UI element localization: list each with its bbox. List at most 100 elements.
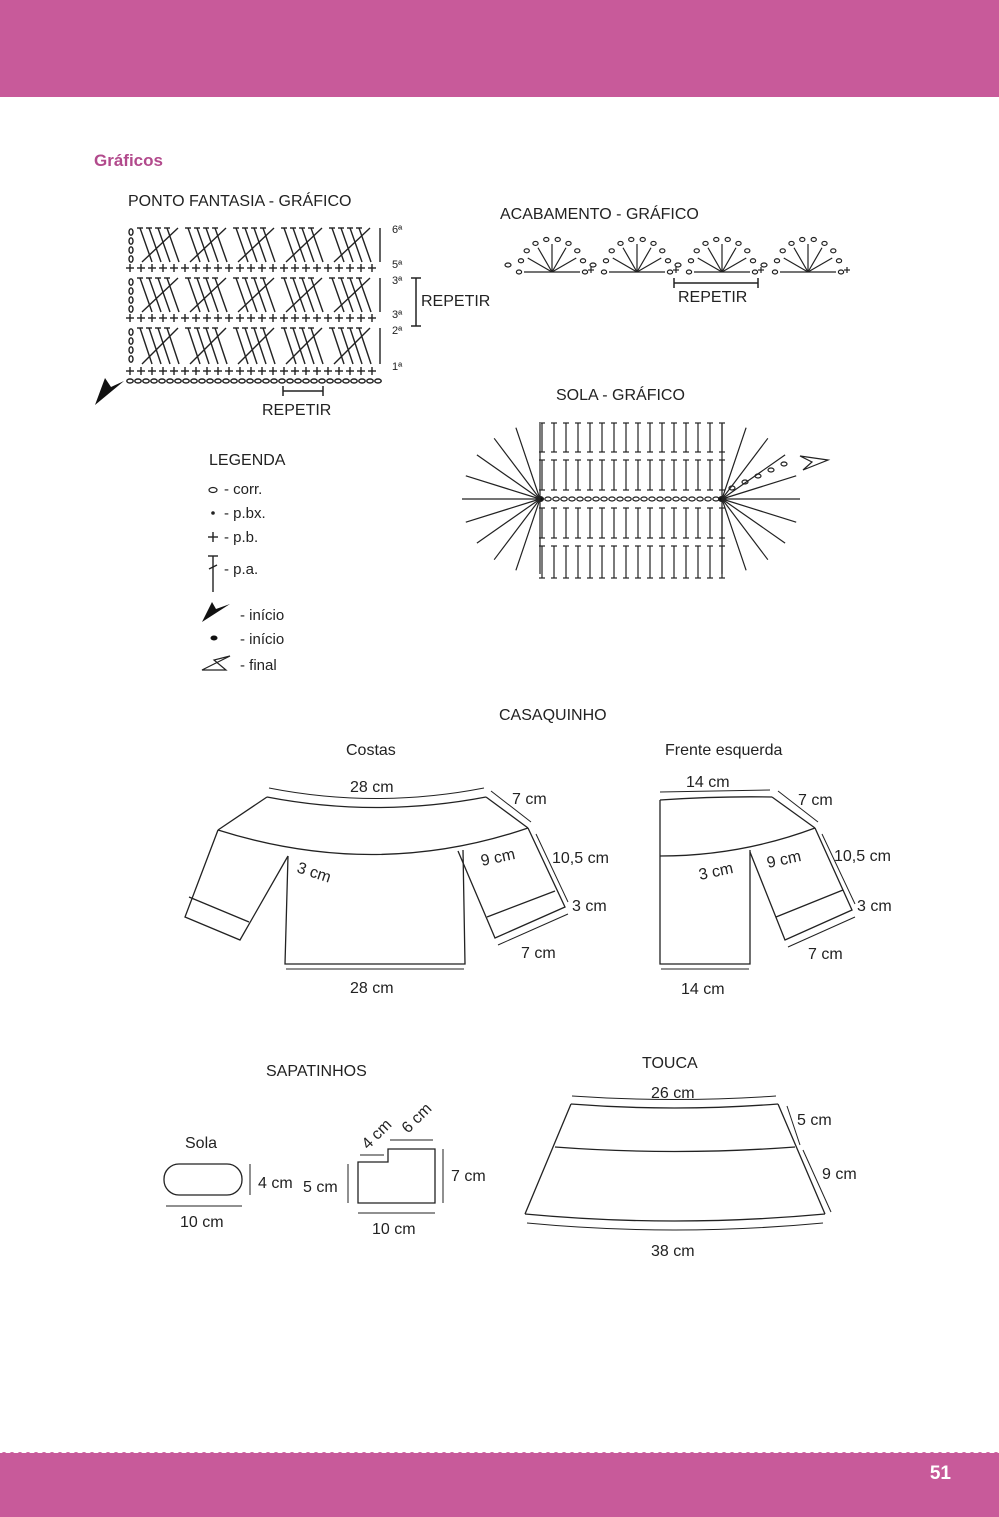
chain-mark bbox=[182, 378, 190, 384]
chain-mark bbox=[639, 236, 646, 243]
row-labels: 6ª 5ª 3ª 3ª 2ª 1ª bbox=[392, 224, 403, 373]
repeat-bottom-label: REPETIR bbox=[262, 402, 331, 419]
stitch-grid bbox=[126, 227, 382, 384]
chain-mark bbox=[592, 496, 600, 502]
chain-mark bbox=[222, 378, 230, 384]
chain-mark bbox=[664, 258, 672, 264]
double-crochet-mark bbox=[301, 277, 315, 313]
double-crochet-mark bbox=[187, 327, 201, 365]
chain-mark bbox=[659, 248, 666, 254]
legend-label: - corr. bbox=[224, 481, 262, 498]
chain-mark bbox=[543, 236, 550, 243]
fan-stitch bbox=[636, 257, 662, 273]
chain-mark bbox=[780, 461, 788, 467]
double-crochet-mark bbox=[358, 227, 372, 263]
chain-mark bbox=[608, 496, 616, 502]
double-crochet-mark bbox=[235, 227, 249, 263]
chain-mark bbox=[579, 258, 587, 264]
legend: LEGENDA - corr. - p.bx. - p.b. - p.a. - … bbox=[201, 452, 286, 674]
double-crochet-mark bbox=[262, 277, 276, 313]
double-crochet-mark bbox=[196, 327, 210, 365]
radial-stitch bbox=[515, 498, 541, 571]
double-crochet-mark bbox=[349, 227, 363, 263]
chain-mark bbox=[262, 378, 270, 384]
double-crochet-mark bbox=[301, 327, 315, 365]
chain-mark bbox=[214, 378, 222, 384]
double-crochet-mark bbox=[331, 227, 345, 263]
chain-mark bbox=[246, 378, 254, 384]
chain-mark bbox=[294, 378, 302, 384]
chain-mark bbox=[704, 496, 712, 502]
chain-mark bbox=[744, 248, 751, 254]
double-crochet-mark bbox=[262, 227, 276, 263]
legend-title: LEGENDA bbox=[209, 452, 286, 469]
fan-stitch bbox=[793, 247, 809, 273]
double-crochet-mark bbox=[148, 327, 162, 365]
ponto-fantasia-title: PONTO FANTASIA - GRÁFICO bbox=[128, 191, 351, 210]
double-crochet-mark bbox=[292, 277, 306, 313]
double-crochet-mark bbox=[141, 277, 179, 313]
sole-stitches bbox=[462, 422, 800, 579]
chain-mark bbox=[788, 240, 795, 247]
chain-mark bbox=[134, 378, 142, 384]
chain-mark bbox=[206, 378, 214, 384]
row-label: 6ª bbox=[392, 224, 403, 236]
double-crochet-mark bbox=[333, 277, 371, 313]
chain-mark bbox=[523, 248, 530, 254]
shoe-upper-shape bbox=[347, 1139, 444, 1214]
legend-label: - p.bx. bbox=[224, 505, 266, 522]
radial-stitch bbox=[465, 498, 541, 523]
chain-mark bbox=[158, 378, 166, 384]
chain-mark bbox=[576, 496, 584, 502]
costas-sleeve-outer-measure: 10,5 cm bbox=[552, 850, 609, 867]
chain-mark bbox=[728, 485, 736, 491]
end-arrow-icon bbox=[799, 455, 831, 471]
double-crochet-mark bbox=[237, 277, 275, 313]
chain-mark bbox=[830, 248, 837, 254]
fan-stitch bbox=[527, 257, 553, 273]
chain-mark bbox=[128, 228, 134, 236]
frente-sleeve-width-measure: 7 cm bbox=[808, 946, 843, 963]
row-label: 1ª bbox=[392, 361, 403, 373]
costas-title: Costas bbox=[346, 742, 396, 759]
repeat-bracket bbox=[411, 277, 421, 327]
chain-mark bbox=[581, 269, 589, 275]
acabamento-title: ACABAMENTO - GRÁFICO bbox=[500, 204, 699, 223]
chain-mark bbox=[128, 305, 134, 313]
double-crochet-mark bbox=[235, 277, 249, 313]
upper-bottom-measure: 10 cm bbox=[372, 1221, 416, 1238]
sapatinhos-diagram: SAPATINHOS Sola 4 cm 10 cm 5 cm 4 cm 6 c… bbox=[163, 1063, 486, 1238]
radial-stitch bbox=[721, 475, 797, 500]
upper-right-measure: 7 cm bbox=[451, 1168, 486, 1185]
frente-piece: Frente esquerda bbox=[659, 742, 856, 970]
double-crochet-mark bbox=[214, 227, 228, 263]
chain-mark bbox=[366, 378, 374, 384]
double-crochet-mark bbox=[139, 277, 153, 313]
chain-mark bbox=[648, 496, 656, 502]
chain-mark bbox=[302, 378, 310, 384]
double-crochet-mark bbox=[148, 227, 162, 263]
row-label: 3ª bbox=[392, 309, 403, 321]
section-title: Gráficos bbox=[94, 151, 163, 170]
double-crochet-mark bbox=[310, 327, 324, 365]
footer-scallop-edge bbox=[0, 1447, 999, 1455]
costas-bottom-measure: 28 cm bbox=[350, 980, 394, 997]
double-crochet-mark bbox=[244, 327, 258, 365]
costas-cuff-measure: 3 cm bbox=[572, 898, 607, 915]
upper-top-measure: 6 cm bbox=[399, 1100, 436, 1137]
chain-mark bbox=[128, 237, 134, 245]
chain-mark bbox=[666, 269, 674, 275]
chain-mark bbox=[126, 378, 134, 384]
touca-diagram: TOUCA 26 cm 5 cm 9 cm 38 cm bbox=[524, 1055, 857, 1260]
start-arrow-icon bbox=[95, 378, 124, 405]
casaquinho-diagram: CASAQUINHO Costas 28 cm 7 cm 3 cm 9 cm 1… bbox=[184, 707, 892, 998]
fan-stitch bbox=[783, 257, 809, 273]
double-crochet-mark bbox=[139, 327, 153, 365]
double-crochet-mark bbox=[189, 277, 227, 313]
chain-mark bbox=[741, 479, 749, 485]
radial-stitch bbox=[721, 427, 747, 500]
radial-stitch bbox=[493, 437, 541, 500]
radial-stitch bbox=[493, 498, 541, 561]
chain-mark bbox=[771, 269, 779, 275]
fan-stitch bbox=[707, 247, 723, 273]
